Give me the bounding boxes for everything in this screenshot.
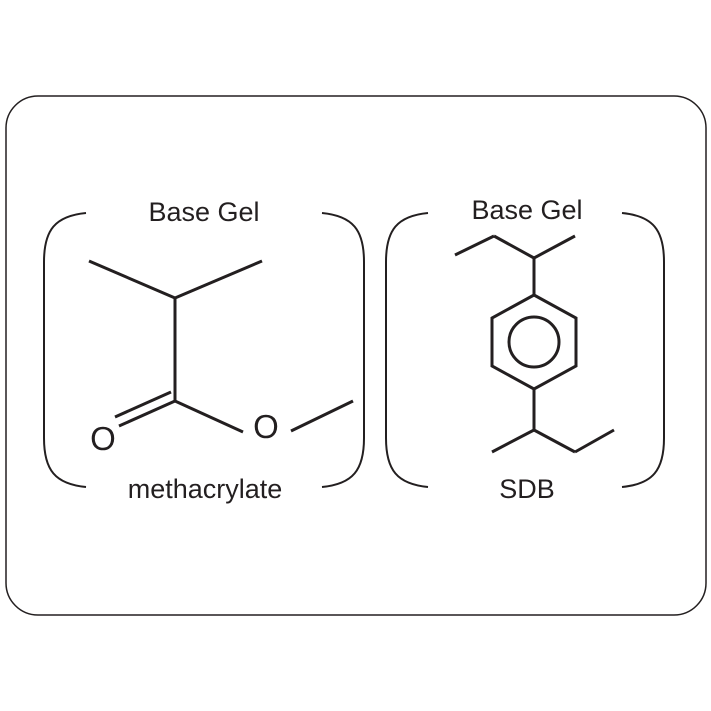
sdb-panel: Base Gel SDB [385,195,665,504]
methacrylate-panel: Base Gel methacrylate O O [43,197,365,504]
bond-ester-methyl [290,399,354,433]
sdb-top-label: Base Gel [471,195,582,225]
left-bracket-methacrylate [43,212,87,488]
methacrylate-name-label: methacrylate [128,474,283,504]
bond-carbonyl-1 [118,399,176,428]
methacrylate-structure [88,259,354,434]
left-bracket-sdb [385,212,429,488]
methacrylate-top-label: Base Gel [148,197,259,227]
outer-frame [5,95,707,616]
bond-methyl-right [174,259,263,300]
bond-ester-1 [174,399,244,434]
bond-upper-chain-3 [533,234,576,260]
bond-upper-chain-1 [454,234,495,257]
sdb-name-label: SDB [499,474,555,504]
bond-carbonyl-2 [114,390,172,419]
bond-methyl-left [88,259,176,300]
bond-lower-chain-3 [574,428,615,454]
bond-upper-chain-2 [493,234,535,260]
benzene-ring [490,293,578,391]
bond-lower-chain-2 [533,428,576,454]
right-bracket-sdb [621,212,665,488]
bond-lower-chain-1 [491,428,535,454]
right-bracket-methacrylate [321,212,365,488]
oxygen-carbonyl-atom: O [90,420,116,457]
sdb-structure [454,234,615,454]
benzene-aromatic-circle [507,315,561,369]
oxygen-ester-atom: O [253,408,279,445]
